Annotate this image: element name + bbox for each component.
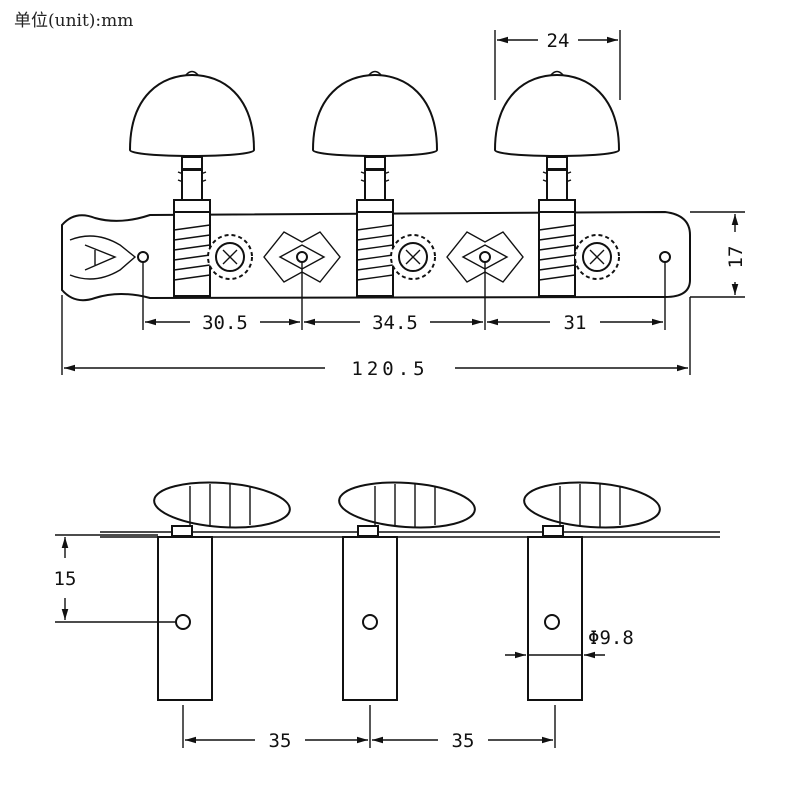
dim-knob-width: 24	[547, 30, 570, 52]
mount-hole	[659, 251, 671, 263]
side-view: 15 Φ9.8 35 35	[54, 481, 720, 752]
top-view: 24 17 30.5 34.5 31 120.5	[61, 30, 747, 380]
dim-post-spacing-1: 35	[269, 730, 292, 752]
gear-icon	[574, 234, 620, 280]
mount-hole	[479, 251, 491, 263]
knob-side	[153, 481, 291, 537]
mount-hole	[137, 251, 149, 263]
dim-spacing-2: 34.5	[372, 312, 418, 334]
unit-label: 单位(unit):mm	[14, 11, 134, 31]
mount-hole	[296, 251, 308, 263]
string-hole	[175, 614, 191, 630]
dim-hole-height: 15	[54, 568, 77, 590]
dim-post-diameter: Φ9.8	[588, 627, 634, 649]
knob-side	[523, 481, 661, 537]
gear-icon	[207, 234, 253, 280]
dim-spacing-1: 30.5	[202, 312, 248, 334]
dim-post-spacing-2: 35	[452, 730, 475, 752]
string-hole	[544, 614, 560, 630]
string-hole	[362, 614, 378, 630]
knob-side	[338, 481, 476, 537]
dim-spacing-3: 31	[564, 312, 587, 334]
dim-plate-height: 17	[725, 246, 747, 269]
dim-total-length: 120.5	[351, 358, 428, 380]
gear-icon	[390, 234, 436, 280]
